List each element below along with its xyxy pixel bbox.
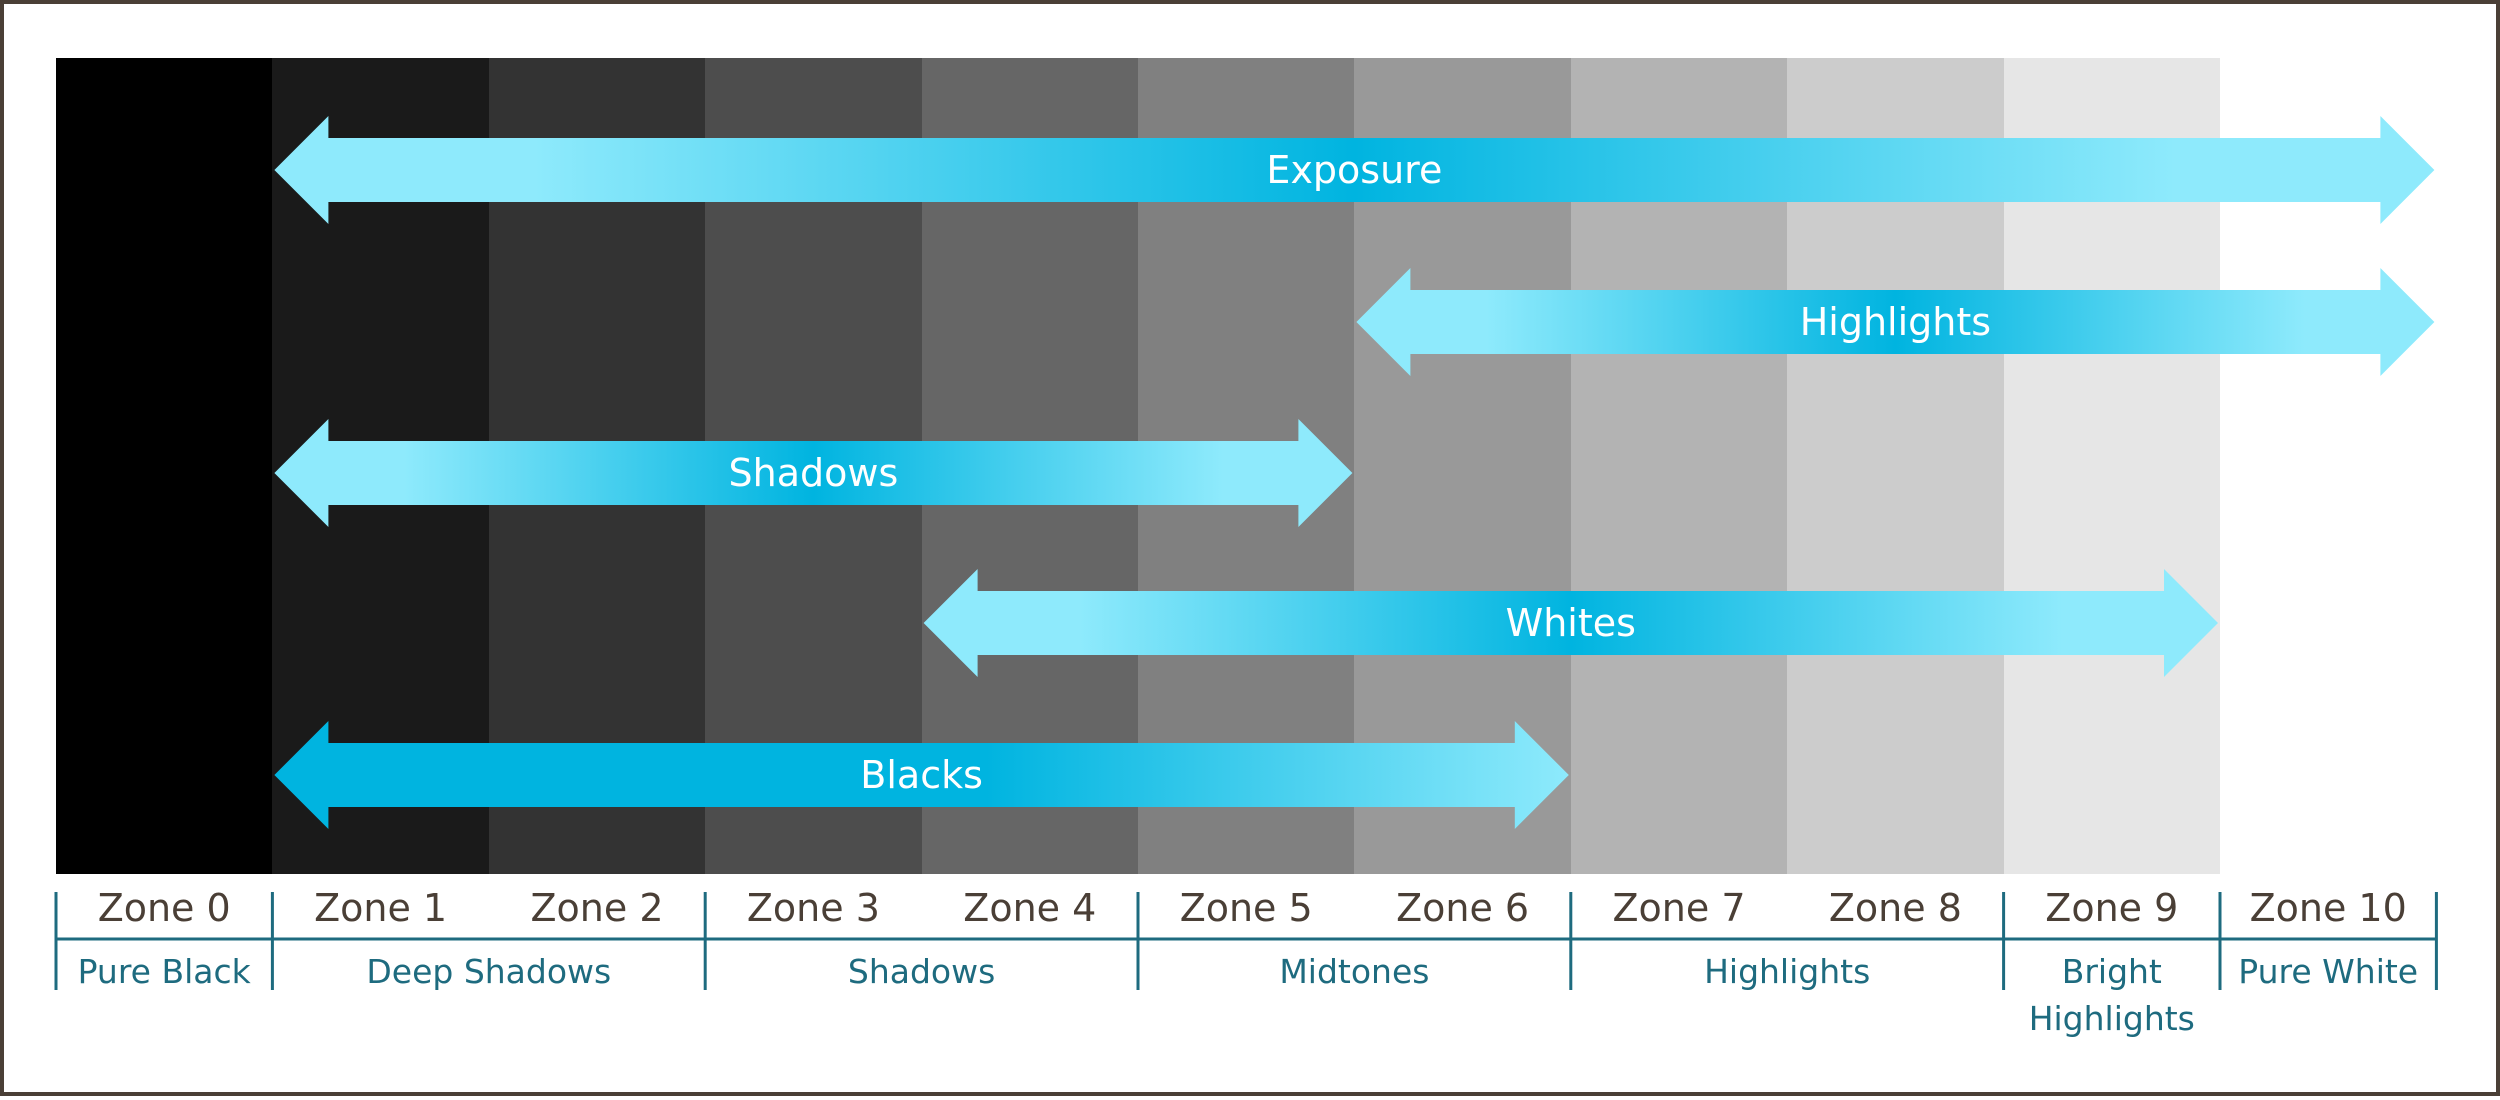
zone-label-4: Zone 4	[963, 886, 1097, 930]
range-label-deep-shadows: Deep Shadows	[366, 952, 612, 991]
arrow-whites	[923, 569, 2218, 677]
zone-label-6: Zone 6	[1396, 886, 1530, 930]
arrow-label-highlights: Highlights	[1799, 300, 1992, 344]
range-label-highlights: Highlights	[1704, 952, 1871, 991]
arrow-shadows	[274, 419, 1353, 527]
arrow-highlights	[1356, 268, 2435, 376]
zone-label-1: Zone 1	[314, 886, 448, 930]
zone-swatch-0	[56, 58, 274, 874]
range-label-midtones: Midtones	[1279, 952, 1430, 991]
arrow-blacks	[274, 721, 1569, 829]
arrow-label-blacks: Blacks	[860, 753, 983, 797]
range-label-shadows: Shadows	[847, 952, 996, 991]
zone-label-2: Zone 2	[530, 886, 664, 930]
zone-label-7: Zone 7	[1612, 886, 1746, 930]
zone-label-8: Zone 8	[1828, 886, 1962, 930]
range-label-pure-white: Pure White	[2238, 952, 2419, 991]
arrow-label-exposure: Exposure	[1266, 148, 1443, 192]
zone-label-5: Zone 5	[1179, 886, 1313, 930]
zone-scale	[54, 892, 2438, 990]
range-label-pure-black: Pure Black	[77, 952, 251, 991]
zone-label-10: Zone 10	[2249, 886, 2407, 930]
arrow-label-shadows: Shadows	[728, 451, 899, 495]
zone-label-9: Zone 9	[2045, 886, 2179, 930]
arrow-label-whites: Whites	[1505, 601, 1636, 645]
zone-label-0: Zone 0	[97, 886, 231, 930]
range-label-bright-highlights: Bright Highlights	[2028, 952, 2195, 1038]
adjustment-arrows	[274, 116, 2435, 829]
arrow-exposure	[274, 116, 2435, 224]
zone-label-3: Zone 3	[746, 886, 880, 930]
